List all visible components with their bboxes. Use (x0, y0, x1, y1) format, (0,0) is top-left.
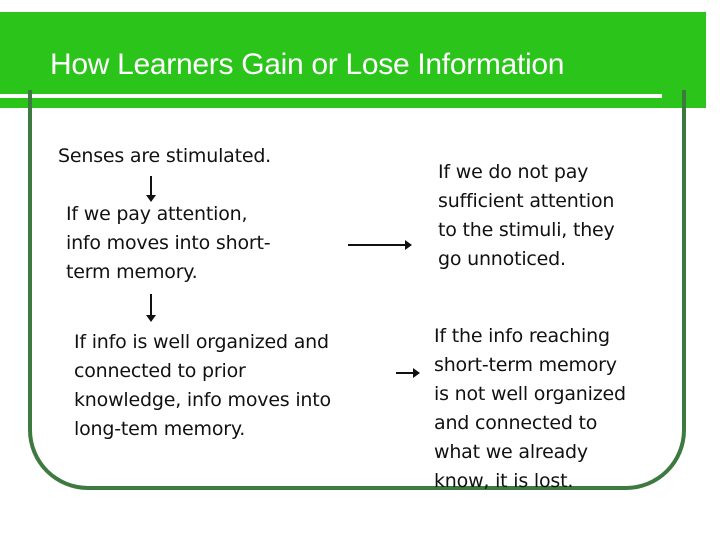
step-senses-stimulated: Senses are stimulated. (58, 145, 272, 167)
title-underline (0, 94, 662, 98)
down-arrow-icon (146, 294, 156, 322)
outcome-lost: If the info reaching short-term memory i… (434, 325, 626, 492)
step-short-term-memory: If we pay attention, info moves into sho… (66, 203, 271, 283)
right-arrow-icon (348, 240, 412, 250)
outcome-unnoticed: If we do not pay sufficient attention to… (438, 161, 615, 270)
content-box (28, 90, 686, 490)
step-long-term-memory: If info is well organized and connected … (74, 331, 331, 440)
slide-title: How Learners Gain or Lose Information (50, 48, 565, 81)
down-arrow-icon (146, 176, 156, 202)
right-arrow-icon (396, 368, 420, 378)
title-banner (0, 12, 706, 108)
